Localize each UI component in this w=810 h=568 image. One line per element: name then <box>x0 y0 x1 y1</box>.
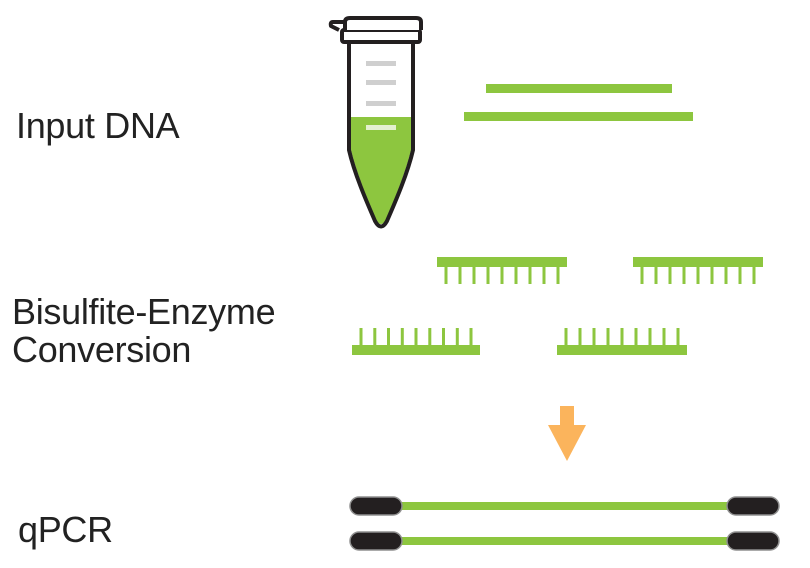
strand-base <box>373 328 377 347</box>
tube-body <box>347 38 415 229</box>
strand-base <box>654 265 658 284</box>
strand-base <box>472 265 476 284</box>
strand-base <box>442 328 445 347</box>
strand-base <box>752 265 756 284</box>
strand-base <box>662 328 666 347</box>
primer-right <box>726 531 780 551</box>
strand-base <box>400 328 404 347</box>
strand-base <box>634 328 638 347</box>
label-bisulfite-line1: Bisulfite-Enzyme <box>12 291 276 332</box>
qpcr-amplicon-top <box>349 496 780 516</box>
input-dna-strands <box>464 84 693 121</box>
strand-base <box>469 328 473 347</box>
label-bisulfite-line2: Conversion <box>12 329 192 370</box>
dna-strand-bottom <box>464 112 693 121</box>
primer-left <box>349 496 403 516</box>
primer-left <box>349 531 403 551</box>
strand-backbone <box>557 345 687 355</box>
converted-strand-lower-right <box>557 328 687 355</box>
tube-liquid <box>351 117 411 224</box>
strand-base <box>542 265 546 284</box>
strand-base <box>514 265 518 284</box>
strand-base <box>696 265 700 284</box>
microcentrifuge-tube-icon <box>328 16 423 229</box>
strand-base <box>676 328 680 347</box>
strand-base <box>620 328 624 347</box>
strand-base <box>682 265 686 284</box>
strand-base <box>668 265 672 284</box>
primer-right <box>726 496 780 516</box>
label-input-dna: Input DNA <box>16 105 180 146</box>
strand-base <box>606 328 610 347</box>
strand-backbone <box>437 257 567 267</box>
tube-cap <box>343 16 423 30</box>
label-qpcr: qPCR <box>18 509 113 550</box>
tube-mark <box>366 80 396 85</box>
tube-rim <box>340 28 422 44</box>
strand-base <box>556 265 560 284</box>
strand-base <box>528 265 532 284</box>
strand-base <box>486 265 490 284</box>
amplicon-strand <box>390 537 740 545</box>
strand-base <box>564 328 568 347</box>
strand-backbone <box>633 257 763 267</box>
strand-base <box>578 328 582 347</box>
strand-base <box>592 328 596 347</box>
strand-base <box>428 328 432 347</box>
strand-base <box>359 328 363 347</box>
strand-base <box>387 328 390 347</box>
qpcr-amplicon-bottom <box>349 531 780 551</box>
converted-strand-lower-left <box>352 328 480 355</box>
tube-mark <box>366 61 396 66</box>
arrow-down-icon <box>548 406 586 461</box>
strand-base <box>640 265 644 284</box>
strand-backbone <box>352 345 480 355</box>
converted-strand-upper-left <box>437 257 567 284</box>
converted-strand-upper-right <box>633 257 763 284</box>
strand-base <box>724 265 728 284</box>
strand-base <box>648 328 652 347</box>
dna-strand-top <box>486 84 672 93</box>
strand-base <box>458 265 462 284</box>
strand-base <box>444 265 448 284</box>
strand-base <box>455 328 459 347</box>
strand-base <box>414 328 418 347</box>
tube-mark <box>366 101 396 106</box>
strand-base <box>710 265 714 284</box>
tube-mark <box>366 125 396 130</box>
strand-base <box>738 265 742 284</box>
strand-base <box>500 265 504 284</box>
amplicon-strand <box>390 502 740 510</box>
label-bisulfite-conversion: Bisulfite-Enzyme Conversion <box>12 291 276 370</box>
tube-hinge <box>328 20 345 32</box>
